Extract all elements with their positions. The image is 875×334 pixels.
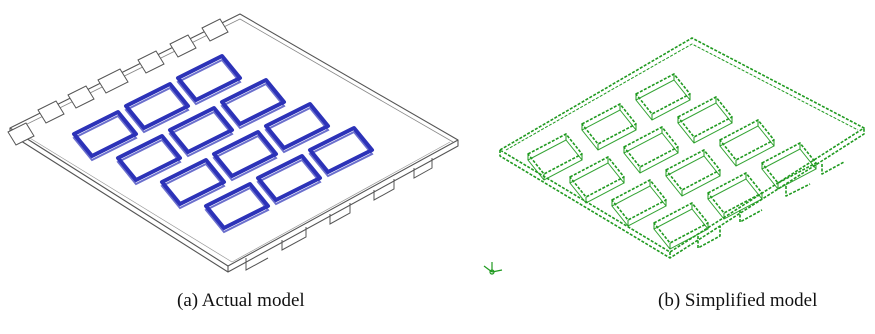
cell [160,158,226,210]
cell [665,149,721,197]
simplified-cells [527,73,817,250]
cell [220,78,286,130]
simplified-model-panel [470,0,875,290]
cell [176,54,242,106]
actual-model-panel [0,0,470,290]
cell [761,142,817,190]
cell [264,102,330,154]
cell [707,172,763,220]
cell [308,126,374,178]
cell [256,154,322,206]
cell [72,110,138,162]
cell [569,156,625,204]
axis-triad-icon [483,262,503,275]
cell [527,133,583,181]
tray-lower-tabs [245,158,433,271]
cell [212,130,278,182]
simplified-frame [499,37,865,259]
caption-simplified-model: (b) Simplified model [658,290,818,311]
cell [635,73,691,121]
actual-model-cells [72,54,374,234]
cell [116,134,182,186]
tray-tabs [7,18,229,146]
caption-actual-model: (a) Actual model [177,290,305,311]
cell [168,106,234,158]
cell [677,96,733,144]
actual-model-drawing [7,13,459,273]
cell [204,182,270,234]
cell [719,119,775,167]
cell [124,82,190,134]
cell [653,202,709,250]
cell [623,126,679,174]
simplified-model-drawing [483,37,865,275]
cell [581,103,637,151]
cell [611,179,667,227]
